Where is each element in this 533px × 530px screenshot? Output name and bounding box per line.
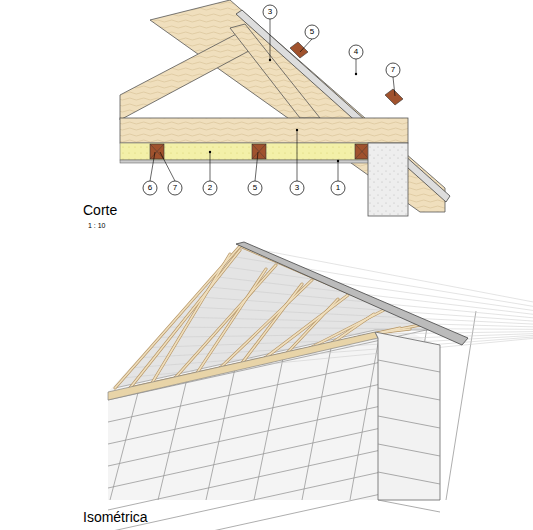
stroke [378, 388, 440, 400]
callout-number: 4 [354, 48, 358, 56]
callout-number: 6 [148, 184, 152, 192]
stroke [110, 385, 140, 500]
callout-number: 7 [173, 184, 177, 192]
stroke [254, 353, 284, 500]
callout-number: 7 [391, 66, 395, 74]
stroke [152, 254, 230, 383]
callout-number: 1 [336, 184, 340, 192]
stroke [378, 500, 440, 512]
stroke [378, 472, 440, 484]
callout-number: 3 [268, 8, 272, 16]
stroke [302, 343, 332, 500]
stroke [378, 444, 440, 456]
stroke [378, 360, 440, 372]
view-title: Isométrica [83, 510, 148, 524]
callout-number: 5 [253, 184, 257, 192]
stroke [158, 374, 188, 500]
stroke [204, 287, 533, 330]
callout-number: 3 [295, 184, 299, 192]
stroke [378, 416, 440, 428]
stroke [350, 332, 380, 500]
stroke [206, 364, 236, 500]
view-title: Corte [83, 203, 117, 217]
callout-number: 5 [310, 28, 314, 36]
stroke [240, 246, 533, 330]
stroke [152, 254, 230, 383]
view-title: 1 : 10 [88, 222, 106, 229]
callout-number: 2 [208, 184, 212, 192]
